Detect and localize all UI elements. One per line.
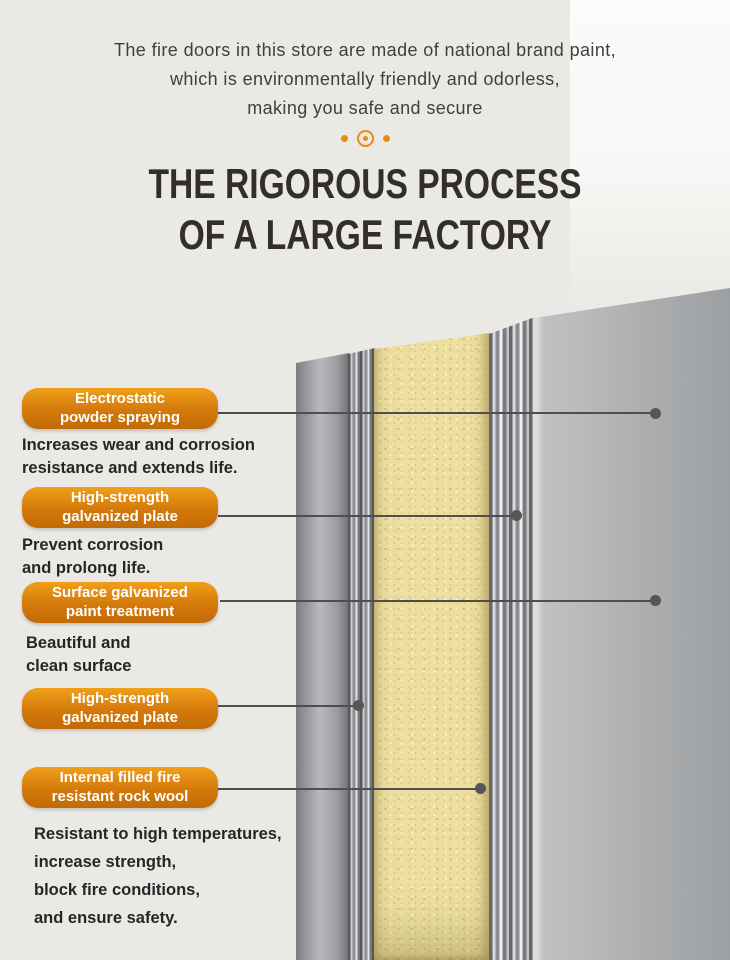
description-line: block fire conditions, bbox=[34, 881, 200, 899]
decor-dot-icon bbox=[382, 135, 390, 142]
callout-pill-high-strength-galvanized-plate: High-strength galvanized plate bbox=[22, 487, 218, 528]
description-line: and ensure safety. bbox=[34, 909, 178, 927]
intro-line: which is environmentally friendly and od… bbox=[170, 69, 560, 89]
callout-pill-surface-galvanized-paint-treatment: Surface galvanized paint treatment bbox=[22, 582, 218, 623]
callout-pill-label: galvanized plate bbox=[62, 507, 178, 525]
rockwool-core-layer bbox=[374, 333, 490, 960]
callout-line bbox=[217, 788, 479, 790]
callout-dot-icon bbox=[353, 700, 364, 711]
callout-line bbox=[218, 515, 514, 517]
page-title-line: THE RIGOROUS PROCESS bbox=[148, 160, 582, 207]
intro-line: The fire doors in this store are made of… bbox=[113, 40, 617, 60]
callout-pill-label: resistant rock wool bbox=[51, 787, 189, 805]
callout-line bbox=[218, 412, 655, 414]
brushed-metal-strip-right bbox=[489, 317, 535, 960]
callout-pill-internal-rock-wool: Internal filled fire resistant rock wool bbox=[22, 767, 218, 808]
callout-pill-label: galvanized plate bbox=[62, 708, 178, 726]
description-line: Beautiful and bbox=[26, 634, 131, 652]
description-line: resistance and extends life. bbox=[22, 459, 238, 477]
callout-description: Beautiful and clean surface bbox=[26, 632, 131, 678]
callout-description: Resistant to high temperatures, increase… bbox=[34, 820, 282, 932]
page-title: THE RIGOROUS PROCESS OF A LARGE FACTORY bbox=[0, 158, 730, 260]
callout-pill-label: Surface galvanized bbox=[52, 583, 188, 601]
callout-pill-label: Internal filled fire bbox=[59, 768, 181, 786]
description-line: Prevent corrosion bbox=[22, 536, 164, 554]
callout-pill-electrostatic-powder-spraying: Electrostatic powder spraying bbox=[22, 388, 218, 429]
decor-ring-dot-icon bbox=[356, 130, 374, 147]
callout-pill-label: powder spraying bbox=[59, 408, 181, 426]
callout-dot-icon bbox=[650, 595, 661, 606]
callout-pill-label: paint treatment bbox=[65, 602, 175, 620]
callout-description: Prevent corrosion and prolong life. bbox=[22, 534, 163, 580]
background-highlight bbox=[570, 0, 730, 310]
description-line: and prolong life. bbox=[22, 559, 151, 577]
description-line: increase strength, bbox=[34, 853, 177, 871]
outer-galvanized-panel-left bbox=[296, 353, 349, 960]
callout-pill-label: High-strength bbox=[70, 689, 170, 707]
intro-text: The fire doors in this store are made of… bbox=[0, 36, 730, 123]
callout-pill-high-strength-galvanized-plate-2: High-strength galvanized plate bbox=[22, 688, 218, 729]
callout-dot-icon bbox=[475, 783, 486, 794]
outer-door-panel-right bbox=[534, 288, 730, 960]
intro-line: making you safe and secure bbox=[247, 98, 483, 118]
callout-dot-icon bbox=[511, 510, 522, 521]
decor-dots bbox=[0, 130, 730, 147]
callout-line bbox=[213, 705, 357, 707]
callout-pill-label: High-strength bbox=[70, 488, 170, 506]
brushed-metal-strip-left bbox=[348, 348, 375, 960]
door-cross-section bbox=[296, 280, 730, 960]
description-line: Resistant to high temperatures, bbox=[34, 825, 282, 843]
callout-dot-icon bbox=[650, 408, 661, 419]
decor-dot-icon bbox=[340, 135, 348, 142]
callout-pill-label: Electrostatic bbox=[74, 389, 166, 407]
description-line: clean surface bbox=[26, 657, 132, 675]
page-title-line: OF A LARGE FACTORY bbox=[178, 211, 552, 258]
callout-line bbox=[220, 600, 653, 602]
callout-description: Increases wear and corrosion resistance … bbox=[22, 434, 255, 480]
description-line: Increases wear and corrosion bbox=[22, 436, 255, 454]
